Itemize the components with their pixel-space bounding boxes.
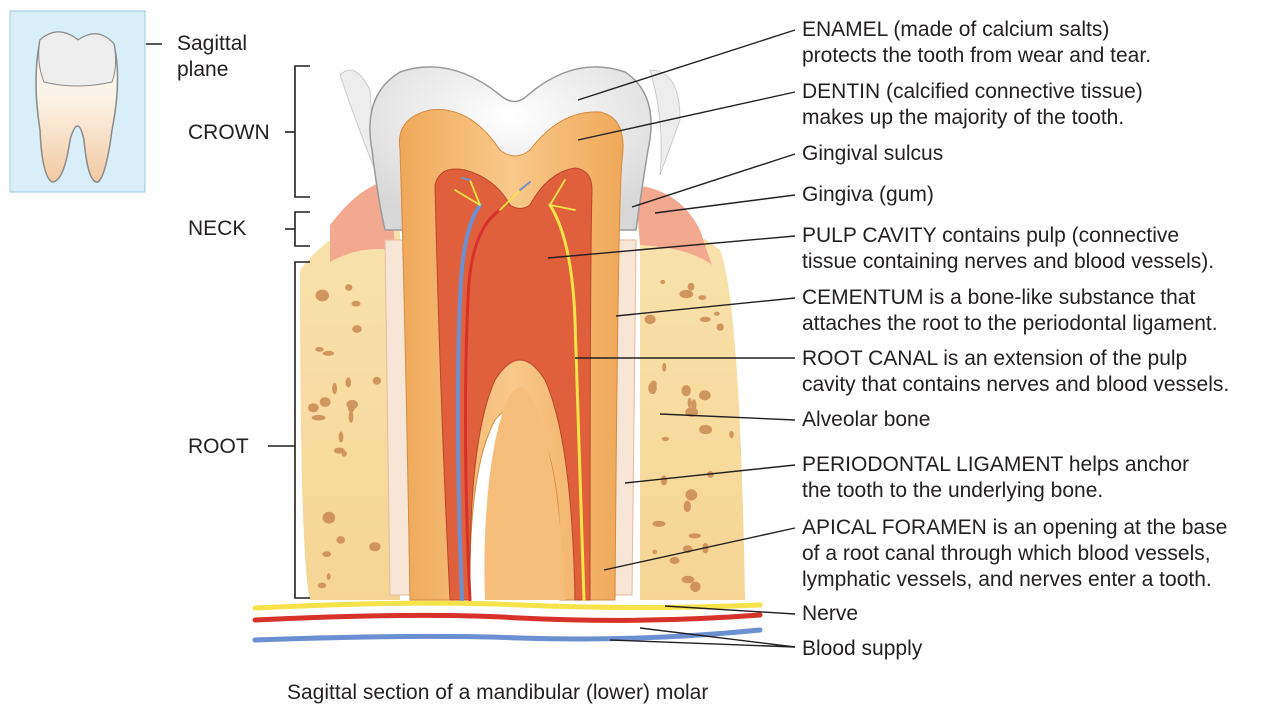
bone-pore xyxy=(699,316,711,322)
bone-pore xyxy=(322,511,336,524)
label-root-canal: ROOT CANAL is an extension of the pulp c… xyxy=(802,347,1230,396)
bone-pore xyxy=(688,533,701,539)
region-crown-label: CROWN xyxy=(188,121,270,144)
bone-pore xyxy=(322,551,332,557)
figure-caption: Sagittal section of a mandibular (lower)… xyxy=(287,681,709,704)
bone-pore xyxy=(714,311,720,316)
label-periodontal-ligament: PERIODONTAL LIGAMENT helps anchor the to… xyxy=(802,453,1190,502)
bone-pore xyxy=(661,436,670,441)
bone-pore xyxy=(333,447,345,454)
label-enamel: ENAMEL (made of calcium salts) protects … xyxy=(802,18,1152,67)
bone-pore xyxy=(683,500,691,513)
bone-pore xyxy=(644,314,656,325)
bone-pore xyxy=(345,284,353,291)
bone-pore xyxy=(681,575,695,584)
label-apical-foramen: APICAL FORAMEN is an opening at the base… xyxy=(802,516,1228,591)
bone-pore xyxy=(679,289,694,299)
region-brackets xyxy=(268,65,310,599)
bone-pore xyxy=(685,407,699,417)
label-gingival-sulcus: Gingival sulcus xyxy=(802,142,944,165)
bone-pore xyxy=(662,362,667,372)
bone-pore xyxy=(346,399,359,410)
label-alveolar-bone: Alveolar bone xyxy=(802,408,931,431)
label-cementum: CEMENTUM is a bone-like substance that a… xyxy=(802,286,1218,335)
thumbnail-tooth xyxy=(9,10,162,193)
bone-pore xyxy=(348,410,354,423)
bone-pore xyxy=(351,300,361,307)
leader-lines xyxy=(547,29,796,648)
bone-pore xyxy=(345,377,352,388)
bone-pore xyxy=(698,295,707,300)
region-root-label: ROOT xyxy=(188,435,249,458)
periodontal-ligament xyxy=(384,239,637,596)
bone-pore xyxy=(317,582,327,589)
bone-pore xyxy=(648,382,657,395)
bone-pore xyxy=(332,382,337,395)
sagittal-plane-label: Sagittal plane xyxy=(177,32,248,81)
bone-pore xyxy=(338,431,344,443)
bone-pore xyxy=(687,282,695,291)
pulp-cavity xyxy=(434,167,593,601)
label-nerve: Nerve xyxy=(802,602,859,625)
bone-pore xyxy=(669,556,680,565)
bone-pore xyxy=(699,424,713,435)
label-dentin: DENTIN (calcified connective tissue) mak… xyxy=(802,80,1143,129)
bone-pore xyxy=(660,279,666,285)
bone-pore xyxy=(307,403,319,413)
label-gingiva: Gingiva (gum) xyxy=(802,183,934,206)
bone-pore xyxy=(660,475,668,486)
bone-pore xyxy=(699,390,711,401)
bone-pore xyxy=(326,573,331,580)
bone-pore xyxy=(690,581,701,593)
bone-pore xyxy=(369,542,381,552)
bone-pore xyxy=(352,325,362,333)
bone-pore xyxy=(685,489,698,501)
bone-pore xyxy=(319,397,331,407)
bone-pore xyxy=(336,536,346,544)
bone-pore xyxy=(687,397,692,408)
bone-pore xyxy=(716,323,724,331)
label-pulp-cavity: PULP CAVITY contains pulp (connective ti… xyxy=(802,224,1215,273)
bone-pore xyxy=(652,520,666,527)
bone-pore xyxy=(652,549,658,555)
label-blood-supply: Blood supply xyxy=(802,637,923,660)
bone-pore xyxy=(315,289,329,302)
bone-pore xyxy=(372,376,382,385)
region-neck-label: NECK xyxy=(188,217,247,240)
bone-pore xyxy=(322,350,335,356)
bone-pore xyxy=(681,385,691,397)
bone-pore xyxy=(729,431,734,439)
bone-pore xyxy=(311,414,326,421)
bone-pore xyxy=(315,347,324,352)
